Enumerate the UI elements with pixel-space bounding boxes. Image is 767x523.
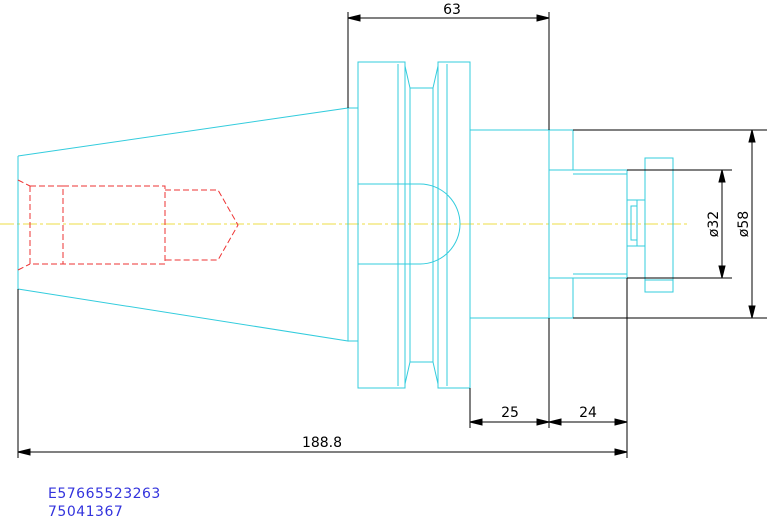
dimension-overall (17, 289, 628, 458)
dimension-nose-label: 24 (579, 405, 597, 421)
hidden-bore (17, 179, 239, 271)
collet-nut (626, 157, 674, 293)
part-code-line-2: 75041367 (48, 504, 123, 520)
body-nose (469, 129, 628, 319)
dimension-flange-label: 25 (501, 405, 519, 421)
dimension-diameter-small-label: ø32 (706, 211, 722, 237)
dimension-top-label: 63 (443, 2, 461, 18)
drive-key-slot (358, 183, 461, 265)
dimension-top (347, 12, 550, 130)
part-code-line-1: E57665523263 (48, 486, 161, 502)
dimension-diameter-small (627, 169, 732, 279)
dimension-diameter-large-label: ø58 (736, 211, 752, 237)
dimension-overall-label: 188.8 (302, 435, 342, 451)
dimension-bottom (469, 278, 628, 458)
taper-cone (17, 107, 349, 342)
flange (348, 61, 471, 389)
dimension-diameter-large (573, 129, 767, 319)
